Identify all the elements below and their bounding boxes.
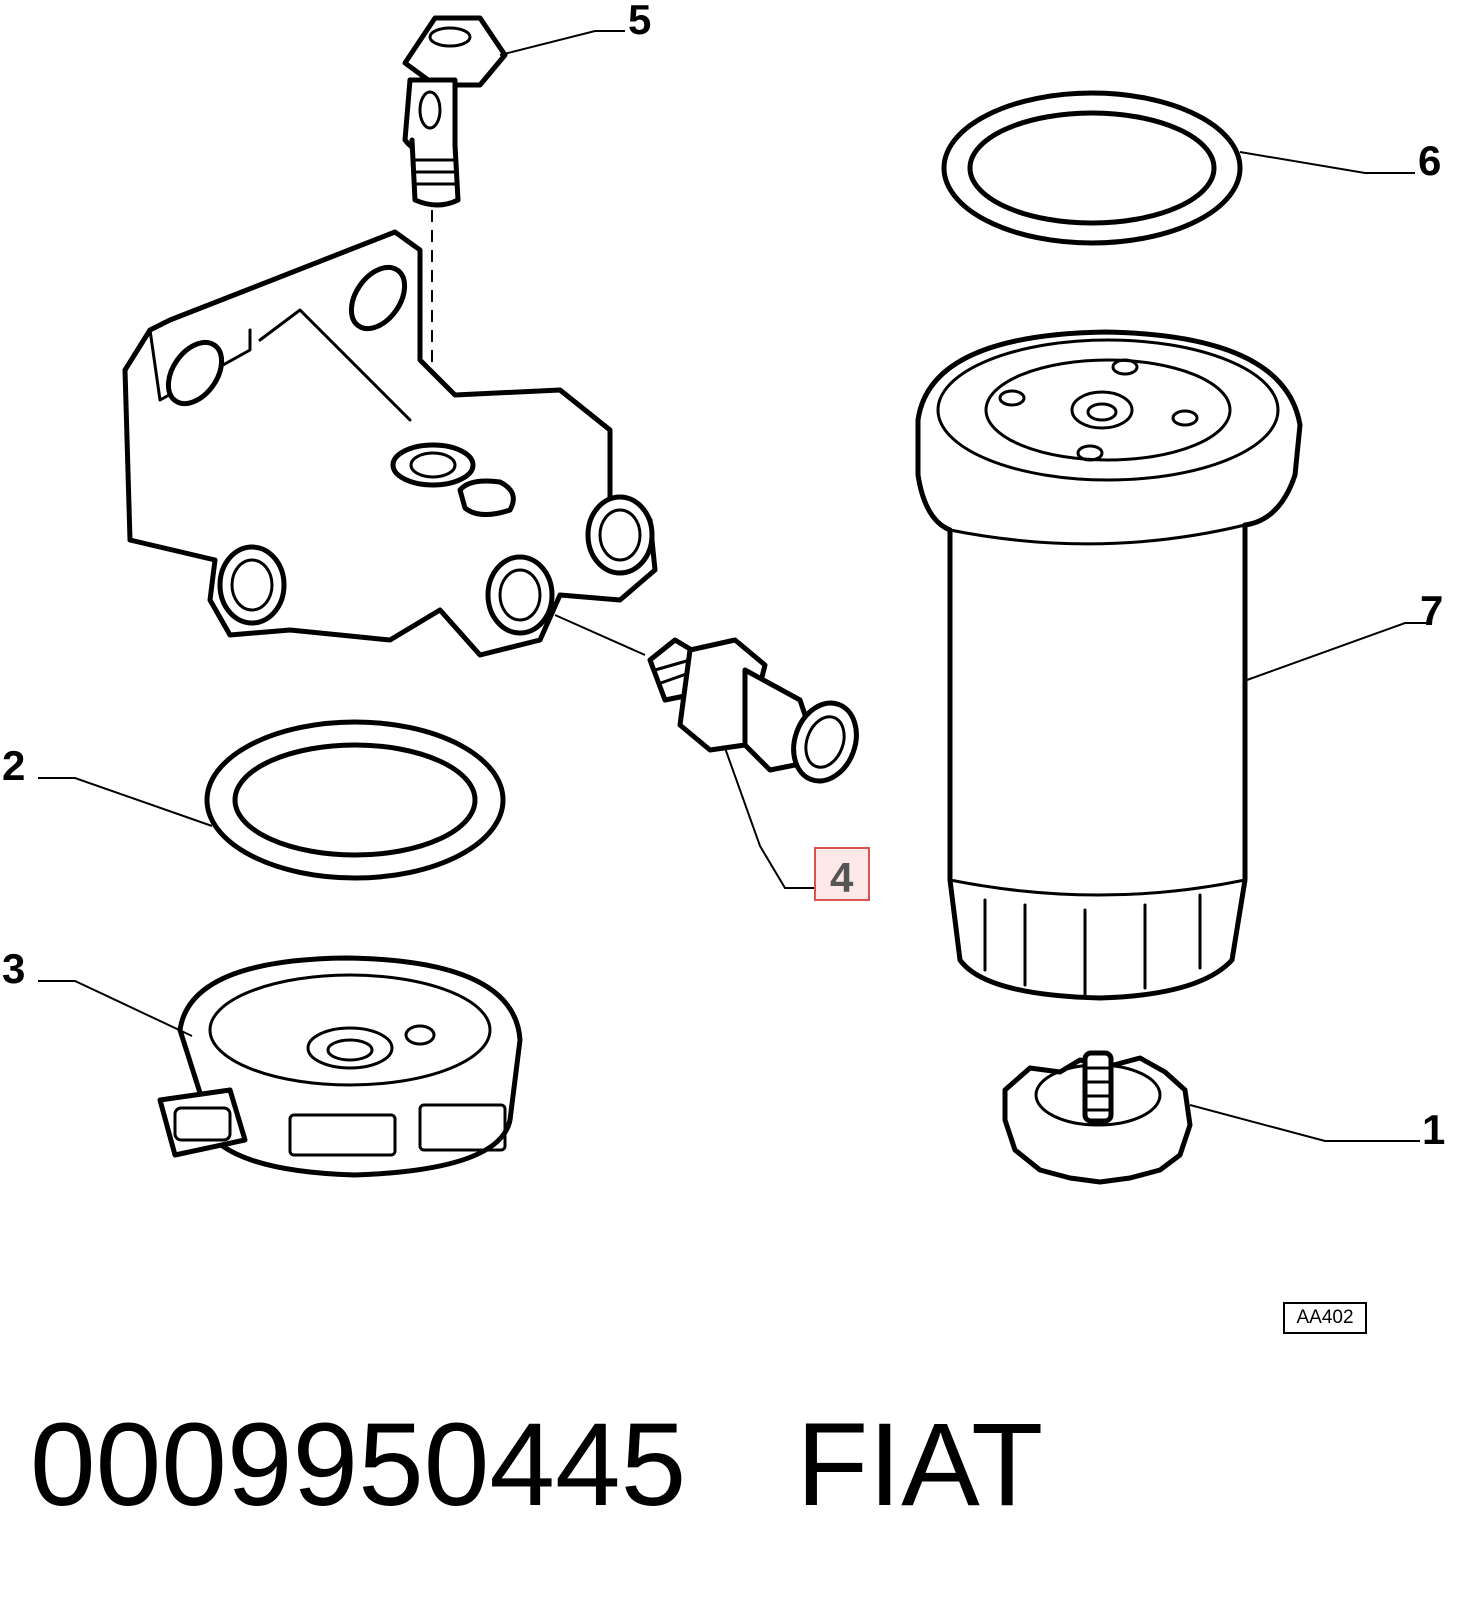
callout-2: 2: [2, 742, 25, 789]
diagram-code-label: AA402: [1283, 1302, 1367, 1334]
part-7-filter-cartridge: [915, 329, 1303, 1001]
part-3-sensor-bowl: [157, 955, 523, 1178]
part-1-drain-nut: [1002, 1050, 1193, 1185]
part-2-seal-ring: [204, 719, 506, 881]
callout-4-highlight: [814, 847, 870, 901]
part-5-banjo-bolt: [402, 15, 508, 208]
exploded-parts-diagram: 5 6 7 2 3 4 1: [2, 0, 1445, 1185]
part-4-fitting: [647, 637, 859, 784]
callout-6: 6: [1418, 137, 1441, 184]
leader-6: [1239, 151, 1415, 174]
callout-1: 1: [1422, 1106, 1445, 1153]
part-caption: 0009950445 FIAT: [30, 1395, 1410, 1535]
leader-1: [1189, 1104, 1420, 1142]
callout-5: 5: [628, 0, 651, 43]
leader-3: [38, 980, 193, 1037]
fitting-axis-line: [554, 614, 646, 656]
brand-name: FIAT: [796, 1399, 1044, 1531]
filter-head-housing: [122, 229, 658, 658]
callout-7: 7: [1420, 587, 1443, 634]
leader-5: [499, 30, 625, 56]
leader-2: [38, 777, 213, 827]
callout-4: 4: [830, 854, 854, 901]
part-number: 0009950445: [30, 1399, 687, 1531]
callout-3: 3: [2, 945, 25, 992]
leader-7: [1246, 622, 1430, 681]
part-6-seal-ring: [941, 90, 1243, 246]
leader-4: [724, 747, 830, 889]
